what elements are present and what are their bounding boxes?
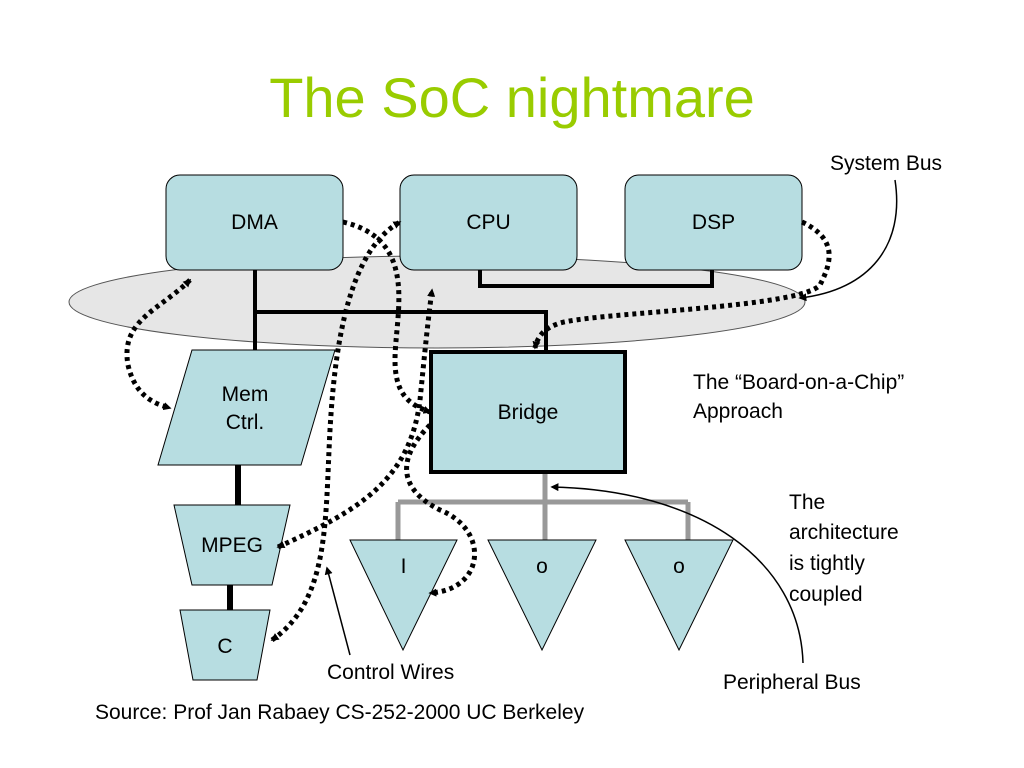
system-bus-pointer [798,179,898,302]
c-block [179,609,271,681]
cpu-dsp-link [478,270,714,288]
slide-title: The SoC nightmare [269,66,755,129]
peripheral-bus [395,472,691,540]
peripheral-bus-pointer [550,483,804,664]
architecture-note-line2: architecture [789,521,899,544]
mem-ctrl-label-line1: Mem [221,383,269,406]
board-on-chip-line2: Approach [693,400,783,423]
board-on-chip-line1: The “Board-on-a-Chip” [693,371,905,394]
peripheral-o1-label: o [536,555,548,578]
peripheral-o2 [624,539,734,652]
architecture-note-line4: coupled [789,583,863,606]
peripheral-i-label: I [400,555,407,578]
bridge-block [429,350,627,474]
dsp-label: DSP [691,211,736,234]
control-wire-bridge-i [404,423,477,597]
control-wire-mpeg-cpu [276,288,436,550]
c-label: C [217,635,233,658]
control-wire-dma-mem [124,278,192,411]
source-citation: Source: Prof Jan Rabaey CS-252-2000 UC B… [95,701,585,724]
bridge-label: Bridge [497,401,559,424]
peripheral-o2-label: o [673,555,685,578]
control-wires-pointer [324,566,351,656]
control-wire-dsp-bridge [532,219,832,350]
control-wires-label: Control Wires [327,661,455,684]
mpeg-label: MPEG [201,534,263,557]
dma-label: DMA [231,211,278,234]
cpu-label: CPU [466,211,511,234]
architecture-note-line3: is tightly [789,552,865,575]
peripheral-o1 [487,539,597,652]
mem-ctrl-label-line2: Ctrl. [225,411,265,434]
architecture-note-line1: The [789,491,826,514]
system-bus-label: System Bus [830,152,943,175]
peripheral-bus-label: Peripheral Bus [723,671,861,694]
